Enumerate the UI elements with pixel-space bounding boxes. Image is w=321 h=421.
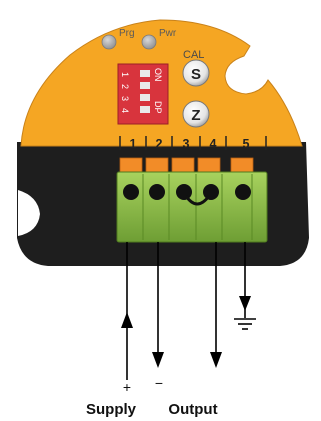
led-pwr-label: Pwr <box>159 28 177 39</box>
dip-pos-4: 4 <box>120 108 130 113</box>
terminal-label-3: 3 <box>183 137 190 151</box>
terminal-hole-2 <box>149 184 165 200</box>
supply-plus-label: + <box>123 379 131 395</box>
dip-pos-2: 2 <box>120 84 130 89</box>
terminal-numbers <box>119 136 267 150</box>
terminal-label-5: 5 <box>243 137 250 151</box>
arrow-down-icon <box>239 296 251 311</box>
cal-label: CAL <box>183 49 204 61</box>
terminal-connector <box>116 157 268 243</box>
supply-minus-label: − <box>155 375 163 391</box>
dip-slider-3[interactable] <box>140 94 150 101</box>
dip-label-dp: DP <box>153 101 163 114</box>
wires <box>121 242 256 380</box>
dip-label-on: ON <box>153 68 163 82</box>
output-label: Output <box>168 401 217 418</box>
supply-label: Supply <box>86 401 137 418</box>
dip-switch[interactable] <box>117 63 169 125</box>
dip-slider-4[interactable] <box>140 106 150 113</box>
terminal-hole-5 <box>235 184 251 200</box>
terminal-hole-3 <box>176 184 192 200</box>
terminal-label-1: 1 <box>130 137 137 151</box>
dip-slider-2[interactable] <box>140 82 150 89</box>
span-button[interactable]: S <box>182 59 210 87</box>
arrow-down-icon <box>210 352 222 368</box>
dip-slider-1[interactable] <box>140 70 150 77</box>
dip-pos-1: 1 <box>120 72 130 77</box>
terminal-hole-1 <box>123 184 139 200</box>
arrow-up-icon <box>121 312 133 328</box>
terminal-hole-4 <box>203 184 219 200</box>
dip-pos-3: 3 <box>120 96 130 101</box>
ground-icon <box>234 318 256 330</box>
terminal-label-2: 2 <box>156 137 163 151</box>
terminal-label-4: 4 <box>210 137 217 151</box>
span-button-label: S <box>191 66 201 83</box>
led-pwr <box>141 34 157 50</box>
led-prg <box>101 34 117 50</box>
mount-notch-left <box>18 190 40 236</box>
zero-button-label: Z <box>191 107 200 124</box>
led-prg-label: Prg <box>119 28 135 39</box>
zero-button[interactable]: Z <box>182 100 210 128</box>
jumper-wire <box>184 195 211 206</box>
arrow-down-icon <box>152 352 164 368</box>
